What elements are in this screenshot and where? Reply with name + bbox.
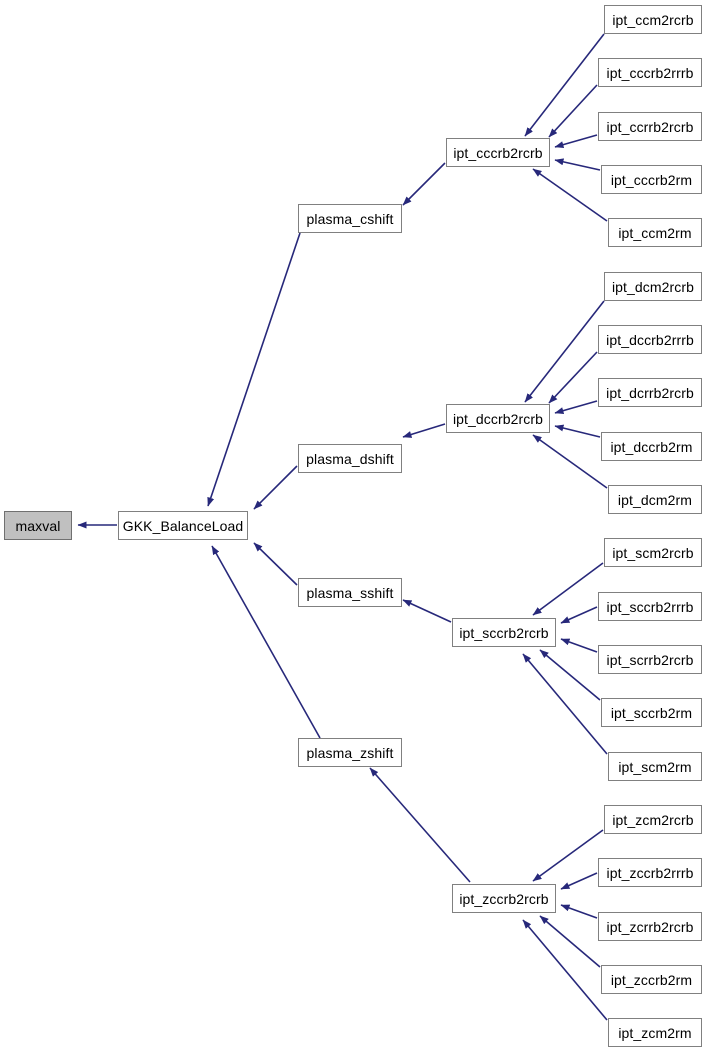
graph-node-ipt_sccrb2rrrb[interactable]: ipt_sccrb2rrrb bbox=[598, 592, 702, 621]
graph-node-ipt_sccrb2rm[interactable]: ipt_sccrb2rm bbox=[601, 698, 702, 727]
graph-node-ipt_scm2rcrb[interactable]: ipt_scm2rcrb bbox=[604, 538, 702, 567]
graph-edge-ipt_zccrb2rcrb-to-plasma_zshift bbox=[369, 767, 471, 883]
graph-node-label: ipt_cccrb2rcrb bbox=[453, 144, 543, 161]
graph-edge-ipt_sccrb2rcrb-to-plasma_sshift bbox=[402, 599, 452, 623]
graph-node-ipt_dccrb2rrrb[interactable]: ipt_dccrb2rrrb bbox=[598, 325, 702, 354]
graph-edge-ipt_scrrb2rcrb-to-ipt_sccrb2rcrb bbox=[560, 638, 598, 653]
graph-edge-ipt_scm2rcrb-to-ipt_sccrb2rcrb bbox=[532, 562, 604, 616]
graph-edge-plasma_zshift-to-gkk bbox=[211, 545, 321, 739]
graph-node-ipt_cccrb2rrrb[interactable]: ipt_cccrb2rrrb bbox=[598, 58, 702, 87]
graph-edge-ipt_sccrb2rrrb-to-ipt_sccrb2rcrb bbox=[560, 606, 598, 624]
graph-node-label: ipt_ccm2rm bbox=[618, 224, 692, 241]
graph-node-ipt_cccrb2rm[interactable]: ipt_cccrb2rm bbox=[601, 165, 702, 194]
graph-node-label: ipt_zccrb2rm bbox=[610, 971, 693, 988]
graph-node-label: ipt_zcm2rm bbox=[618, 1024, 692, 1041]
graph-node-label: ipt_ccrrb2rcrb bbox=[606, 118, 694, 135]
graph-edge-plasma_sshift-to-gkk bbox=[253, 542, 298, 586]
graph-edge-ipt_cccrb2rrrb-to-ipt_cccrb2rcrb bbox=[548, 84, 598, 138]
graph-node-label: plasma_dshift bbox=[306, 450, 394, 467]
graph-node-label: ipt_sccrb2rrrb bbox=[606, 598, 694, 615]
graph-node-ipt_scm2rm[interactable]: ipt_scm2rm bbox=[608, 752, 702, 781]
graph-node-ipt_scrrb2rcrb[interactable]: ipt_scrrb2rcrb bbox=[598, 645, 702, 674]
graph-node-plasma_cshift[interactable]: plasma_cshift bbox=[298, 204, 402, 233]
graph-node-label: ipt_cccrb2rrrb bbox=[606, 64, 694, 81]
graph-node-ipt_zccrb2rcrb[interactable]: ipt_zccrb2rcrb bbox=[452, 884, 556, 913]
graph-node-ipt_zccrb2rrrb[interactable]: ipt_zccrb2rrrb bbox=[598, 858, 702, 887]
graph-edge-ipt_cccrb2rm-to-ipt_cccrb2rcrb bbox=[554, 158, 601, 171]
graph-node-label: ipt_dccrb2rrrb bbox=[606, 331, 694, 348]
graph-edge-ipt_dcrrb2rcrb-to-ipt_dccrb2rcrb bbox=[554, 400, 598, 415]
graph-node-gkk[interactable]: GKK_BalanceLoad bbox=[118, 511, 248, 540]
graph-edge-ipt_dcm2rm-to-ipt_dccrb2rcrb bbox=[532, 434, 608, 489]
graph-node-label: ipt_zccrb2rcrb bbox=[459, 890, 549, 907]
graph-node-ipt_cccrb2rcrb[interactable]: ipt_cccrb2rcrb bbox=[446, 138, 550, 167]
graph-edge-ipt_ccm2rm-to-ipt_cccrb2rcrb bbox=[532, 168, 608, 222]
graph-edge-ipt_ccrrb2rcrb-to-ipt_cccrb2rcrb bbox=[554, 134, 598, 149]
graph-node-ipt_zccrb2rm[interactable]: ipt_zccrb2rm bbox=[601, 965, 702, 994]
graph-edge-ipt_scm2rm-to-ipt_sccrb2rcrb bbox=[522, 653, 608, 755]
graph-node-label: maxval bbox=[15, 517, 61, 534]
graph-node-label: ipt_dcm2rcrb bbox=[611, 278, 695, 295]
graph-edge-ipt_zccrb2rm-to-ipt_zccrb2rcrb bbox=[539, 915, 601, 968]
graph-node-label: ipt_zccrb2rrrb bbox=[606, 864, 694, 881]
graph-node-ipt_dccrb2rcrb[interactable]: ipt_dccrb2rcrb bbox=[446, 404, 550, 433]
graph-node-label: plasma_sshift bbox=[306, 584, 394, 601]
graph-node-label: ipt_dccrb2rcrb bbox=[452, 410, 544, 427]
graph-node-ipt_ccm2rcrb[interactable]: ipt_ccm2rcrb bbox=[604, 5, 702, 34]
graph-edge-ipt_cccrb2rcrb-to-plasma_cshift bbox=[402, 162, 446, 206]
graph-node-plasma_sshift[interactable]: plasma_sshift bbox=[298, 578, 402, 607]
graph-node-plasma_zshift[interactable]: plasma_zshift bbox=[298, 738, 402, 767]
graph-node-label: ipt_zcrrb2rcrb bbox=[606, 918, 694, 935]
graph-edge-ipt_dccrb2rcrb-to-plasma_dshift bbox=[402, 423, 446, 438]
graph-node-label: ipt_scm2rcrb bbox=[612, 544, 694, 561]
graph-node-label: ipt_scrrb2rcrb bbox=[606, 651, 694, 668]
graph-edge-plasma_cshift-to-gkk bbox=[207, 232, 301, 507]
graph-node-ipt_zcrrb2rcrb[interactable]: ipt_zcrrb2rcrb bbox=[598, 912, 702, 941]
graph-node-ipt_dcrrb2rcrb[interactable]: ipt_dcrrb2rcrb bbox=[598, 378, 702, 407]
graph-edge-ipt_zcrrb2rcrb-to-ipt_zccrb2rcrb bbox=[560, 904, 598, 919]
graph-node-label: ipt_ccm2rcrb bbox=[612, 11, 694, 28]
graph-node-ipt_dccrb2rm[interactable]: ipt_dccrb2rm bbox=[601, 432, 702, 461]
graph-node-label: ipt_dcrrb2rcrb bbox=[606, 384, 694, 401]
graph-node-label: ipt_sccrb2rm bbox=[610, 704, 693, 721]
graph-node-maxval[interactable]: maxval bbox=[4, 511, 72, 540]
graph-node-ipt_dcm2rcrb[interactable]: ipt_dcm2rcrb bbox=[604, 272, 702, 301]
graph-edge-ipt_ccm2rcrb-to-ipt_cccrb2rcrb bbox=[524, 33, 605, 137]
graph-node-label: plasma_zshift bbox=[306, 744, 394, 761]
graph-node-label: ipt_dcm2rm bbox=[617, 491, 693, 508]
graph-node-label: plasma_cshift bbox=[306, 210, 394, 227]
graph-node-plasma_dshift[interactable]: plasma_dshift bbox=[298, 444, 402, 473]
graph-edge-ipt_zcm2rcrb-to-ipt_zccrb2rcrb bbox=[532, 829, 604, 882]
graph-node-ipt_dcm2rm[interactable]: ipt_dcm2rm bbox=[608, 485, 702, 514]
graph-edge-ipt_dccrb2rrrb-to-ipt_dccrb2rcrb bbox=[548, 351, 598, 404]
graph-edge-ipt_dccrb2rm-to-ipt_dccrb2rcrb bbox=[554, 424, 601, 438]
graph-edge-ipt_dcm2rcrb-to-ipt_dccrb2rcrb bbox=[524, 300, 605, 403]
graph-node-label: ipt_sccrb2rcrb bbox=[459, 624, 549, 641]
graph-node-label: ipt_dccrb2rm bbox=[610, 438, 693, 455]
graph-node-label: ipt_zcm2rcrb bbox=[612, 811, 694, 828]
graph-node-label: ipt_cccrb2rm bbox=[610, 171, 693, 188]
graph-node-label: GKK_BalanceLoad bbox=[122, 517, 244, 534]
graph-node-ipt_ccrrb2rcrb[interactable]: ipt_ccrrb2rcrb bbox=[598, 112, 702, 141]
graph-node-label: ipt_scm2rm bbox=[618, 758, 692, 775]
graph-edge-ipt_zcm2rm-to-ipt_zccrb2rcrb bbox=[522, 919, 608, 1021]
graph-node-ipt_zcm2rcrb[interactable]: ipt_zcm2rcrb bbox=[604, 805, 702, 834]
graph-edge-plasma_dshift-to-gkk bbox=[253, 465, 298, 510]
graph-node-ipt_sccrb2rcrb[interactable]: ipt_sccrb2rcrb bbox=[452, 618, 556, 647]
graph-node-ipt_ccm2rm[interactable]: ipt_ccm2rm bbox=[608, 218, 702, 247]
graph-edge-ipt_sccrb2rm-to-ipt_sccrb2rcrb bbox=[539, 649, 601, 701]
graph-node-ipt_zcm2rm[interactable]: ipt_zcm2rm bbox=[608, 1018, 702, 1047]
graph-edge-ipt_zccrb2rrrb-to-ipt_zccrb2rcrb bbox=[560, 872, 598, 890]
